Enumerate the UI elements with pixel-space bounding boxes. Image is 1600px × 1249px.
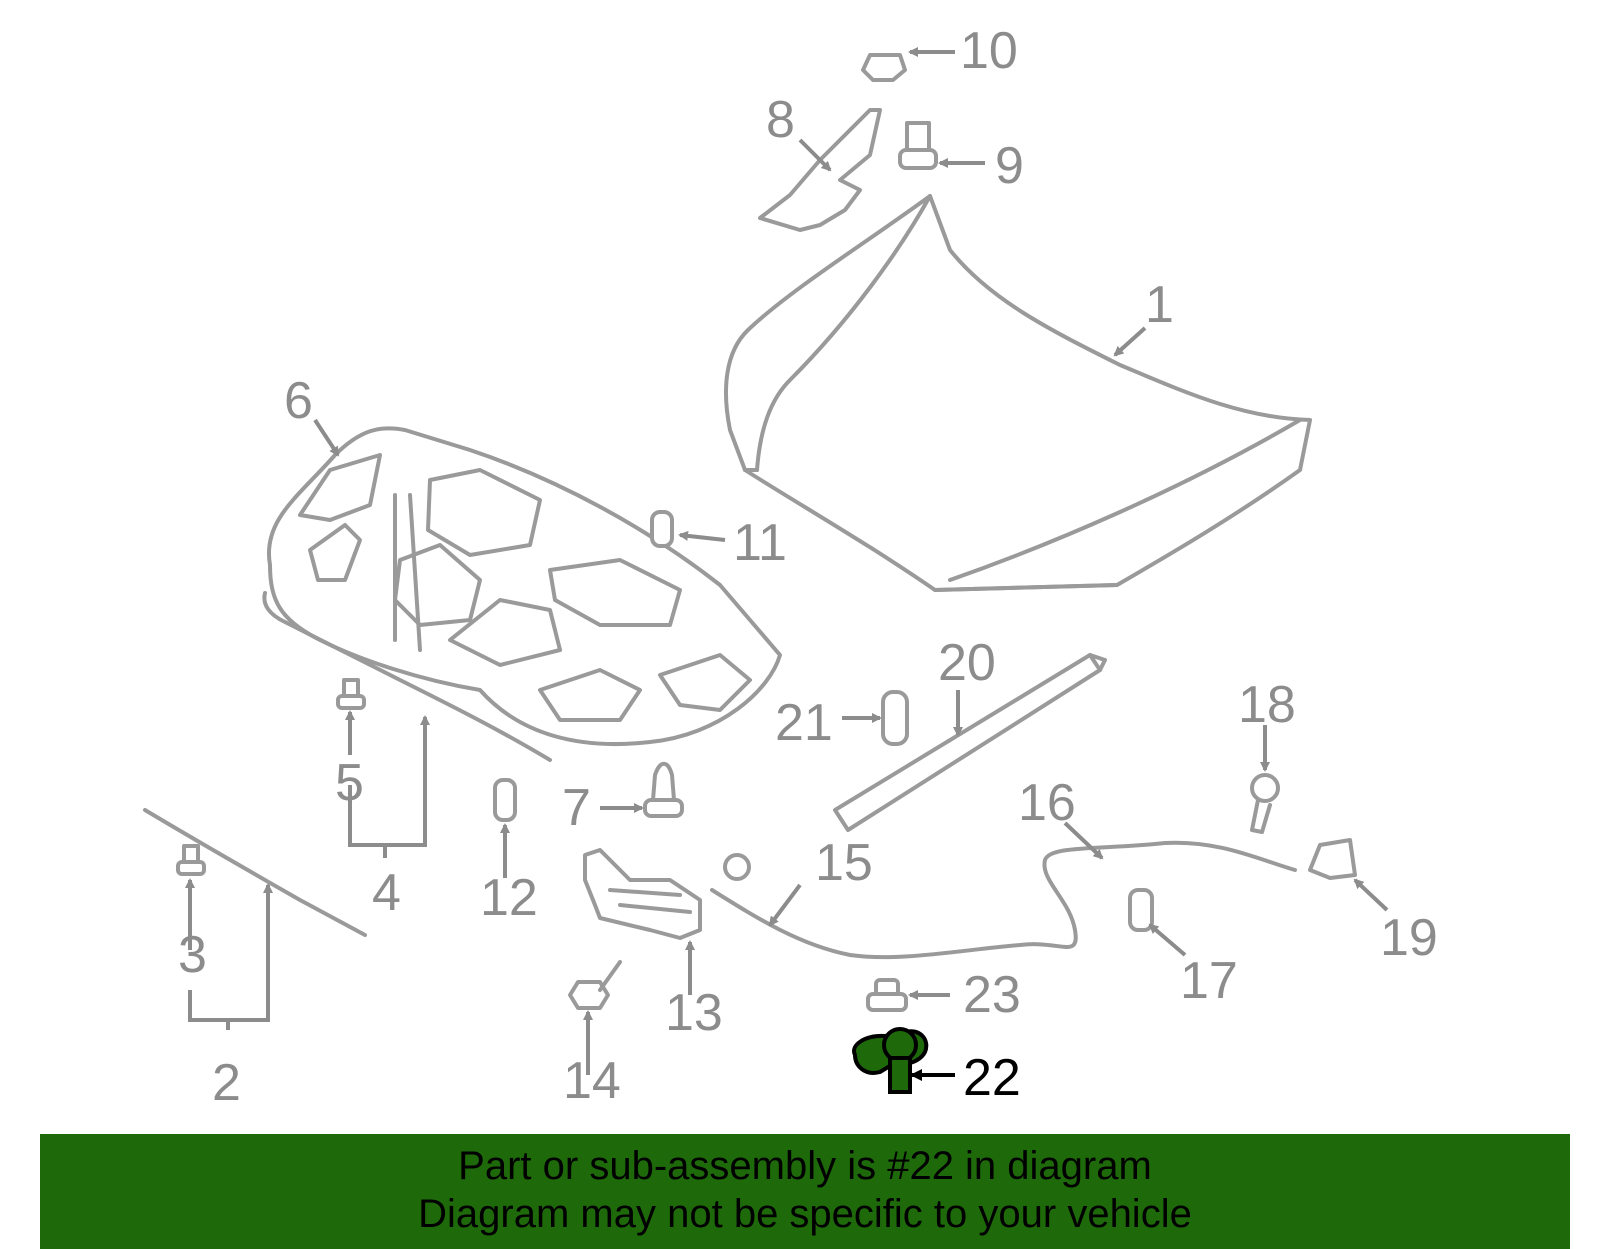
hood-insulator <box>266 426 782 746</box>
pin-11 <box>650 510 674 548</box>
hood-panel <box>724 194 1312 592</box>
banner-line-1: Part or sub-assembly is #22 in diagram <box>458 1144 1152 1188</box>
hood-support-strut <box>833 653 1107 832</box>
bumper-21 <box>881 690 909 746</box>
nut-10 <box>861 53 907 82</box>
callout-17: 17 <box>1180 952 1238 1010</box>
leader-lines <box>185 47 1389 1081</box>
bolt-9 <box>898 121 938 170</box>
hood-latch <box>583 848 751 940</box>
release-cable <box>710 840 1297 960</box>
hook-18 <box>1250 773 1280 834</box>
hinge-bracket <box>758 108 882 232</box>
callout-13: 13 <box>665 984 723 1042</box>
hood-seal-front <box>143 808 367 937</box>
release-handle <box>1308 838 1357 880</box>
callout-3: 3 <box>178 926 207 984</box>
callout-23: 23 <box>963 966 1021 1024</box>
callout-2: 2 <box>212 1054 241 1112</box>
callout-21: 21 <box>775 694 833 752</box>
callout-4: 4 <box>372 864 401 922</box>
hood-stud-highlighted <box>852 1027 929 1094</box>
bolt-5 <box>336 678 366 710</box>
callout-8: 8 <box>766 91 795 149</box>
bolt-14 <box>568 960 622 1010</box>
callout-20: 20 <box>938 634 996 692</box>
callout-16: 16 <box>1018 774 1076 832</box>
bumper-17 <box>1128 888 1154 932</box>
callout-18: 18 <box>1238 676 1296 734</box>
callout-22: 22 <box>963 1049 1021 1107</box>
callout-19: 19 <box>1380 909 1438 967</box>
bumper-12 <box>493 778 517 822</box>
callout-10: 10 <box>960 22 1018 80</box>
callout-6: 6 <box>284 372 313 430</box>
callout-14: 14 <box>563 1052 621 1110</box>
callout-1: 1 <box>1145 276 1174 334</box>
callout-15: 15 <box>815 834 873 892</box>
callout-7: 7 <box>562 779 591 837</box>
banner-line-2: Diagram may not be specific to your vehi… <box>418 1192 1192 1236</box>
callout-5: 5 <box>335 754 364 812</box>
callout-9: 9 <box>995 137 1024 195</box>
callout-12: 12 <box>480 869 538 927</box>
grommet-23 <box>866 978 908 1012</box>
callout-11: 11 <box>733 514 787 572</box>
bolt-3 <box>176 844 206 876</box>
hood-seal-rear <box>262 591 552 762</box>
info-banner: Part or sub-assembly is #22 in diagram D… <box>40 1134 1570 1249</box>
clip-7 <box>643 761 684 818</box>
